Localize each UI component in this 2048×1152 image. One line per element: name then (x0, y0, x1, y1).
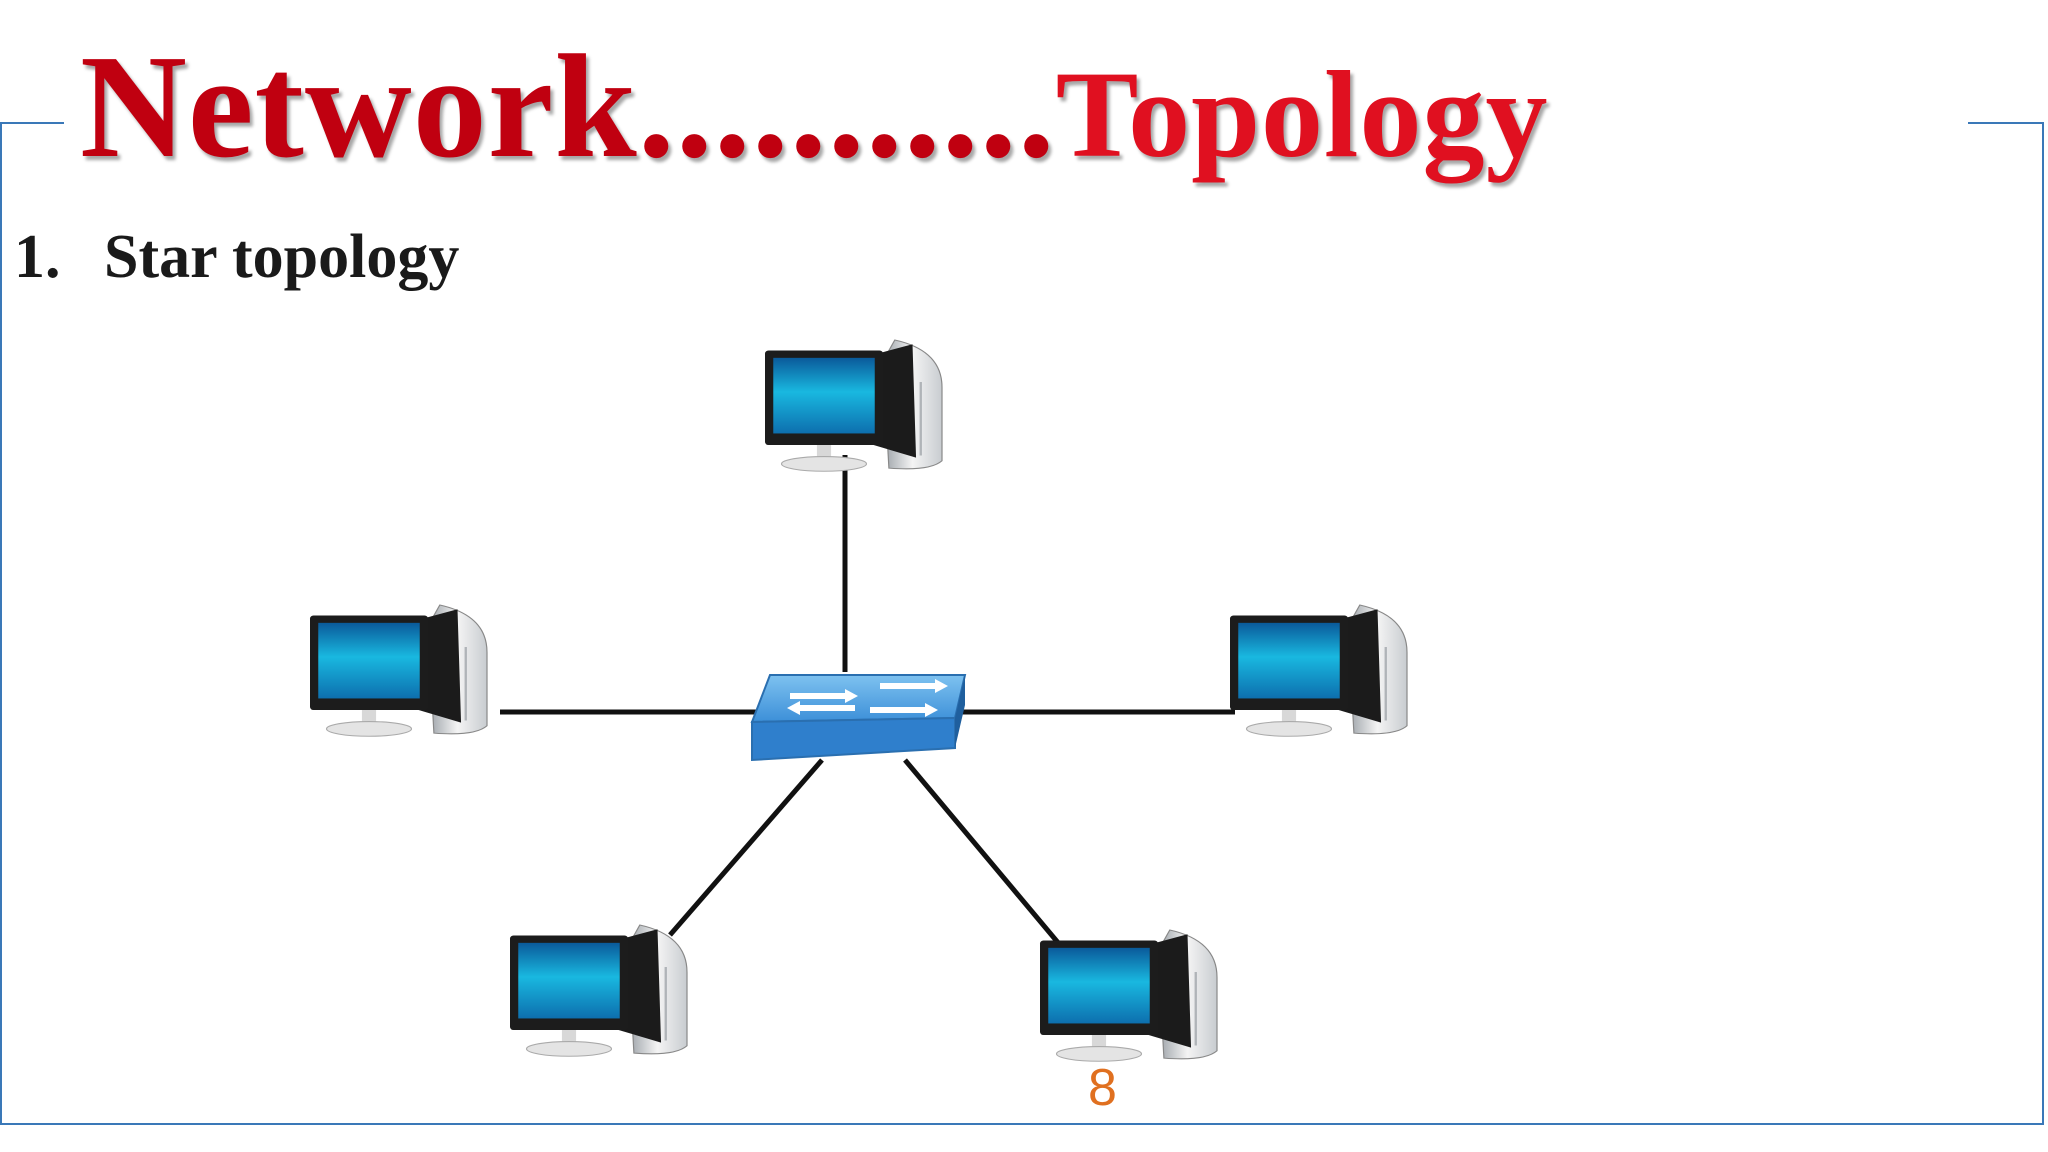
list-item-label: Star topology (104, 223, 460, 291)
cable-bottom-right (903, 758, 1062, 947)
list-item-heading: 1. Star topology (14, 222, 459, 293)
list-item-number: 1. (14, 223, 61, 291)
network-switch-icon (750, 674, 967, 762)
title-network: Network (80, 25, 638, 189)
computer-icon (1228, 603, 1409, 738)
computer-icon (508, 923, 689, 1058)
computer-icon (763, 338, 944, 473)
slide-title: Network...........Topology (80, 22, 1549, 192)
page-number: 8 (1088, 1059, 1117, 1117)
title-dots: ........... (637, 25, 1056, 189)
cable-bottom-left (668, 758, 824, 937)
frame-title-gap (64, 100, 1968, 130)
computer-icon (1038, 928, 1219, 1063)
title-topology: Topology (1055, 46, 1549, 183)
computer-icon (308, 603, 489, 738)
